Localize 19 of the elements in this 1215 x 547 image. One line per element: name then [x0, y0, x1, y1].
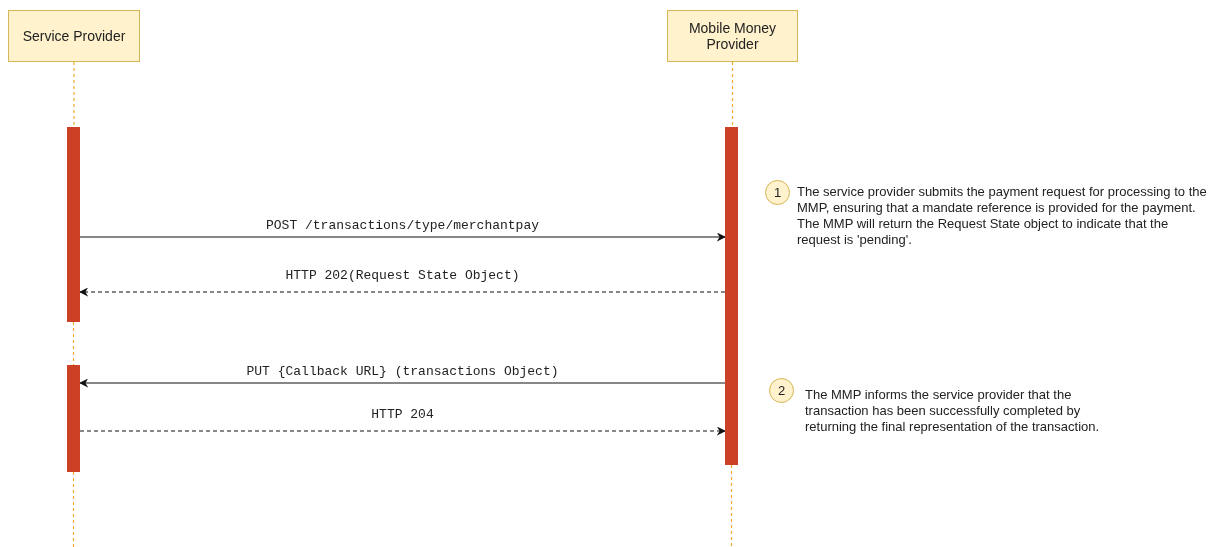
message-arrow: [79, 426, 726, 436]
note-text: The service provider submits the payment request for processing to the MMP, ensuring that a mandate reference is provided for the payment. The MMP will return the Request State object to indicate that the request is 'pending'.: [797, 184, 1207, 248]
lifeline: [72, 471, 75, 547]
activation-bar: [725, 127, 738, 465]
participant-box: Mobile Money Provider: [667, 10, 798, 62]
activation-bar: [67, 127, 80, 322]
participant-box: Service Provider: [8, 10, 140, 62]
note-text: The MMP informs the service provider that the transaction has been successfully completed by returning the final representation of the transaction.: [805, 387, 1101, 435]
message-arrow: [79, 287, 726, 297]
lifeline: [72, 321, 75, 366]
activation-bar: [67, 365, 80, 472]
callout-number: 1: [765, 180, 790, 205]
message-arrow: [79, 232, 726, 242]
lifeline: [73, 61, 75, 128]
lifeline: [731, 61, 734, 128]
edge-label: POST /transactions/type/merchantpay: [264, 219, 541, 233]
message-arrow: [79, 378, 726, 388]
lifeline: [730, 464, 733, 547]
callout-number: 2: [769, 378, 794, 403]
